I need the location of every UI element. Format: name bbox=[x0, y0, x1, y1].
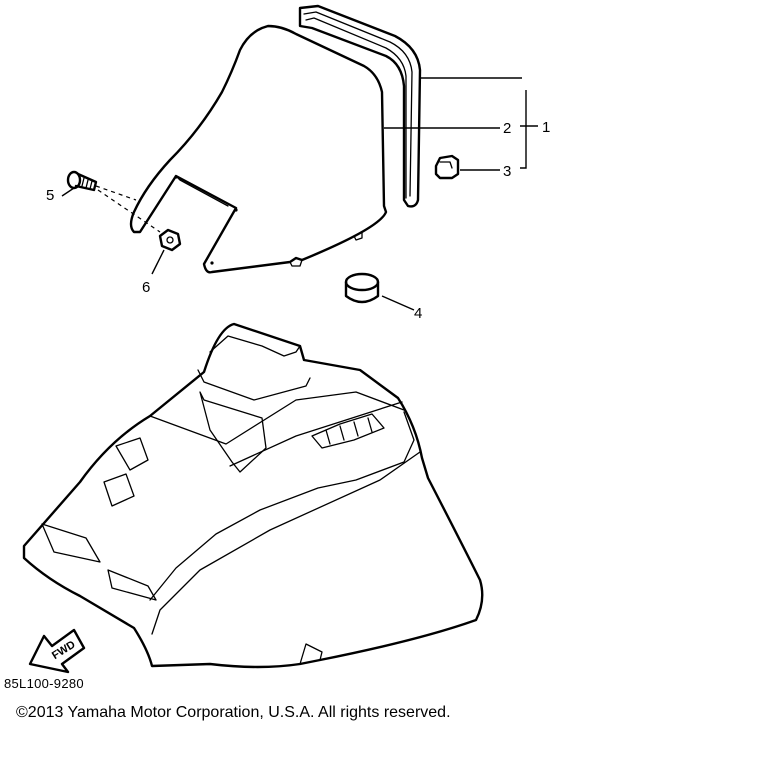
callout-1: 1 bbox=[542, 119, 550, 136]
windshield-trim bbox=[298, 4, 422, 208]
callout-2: 2 bbox=[503, 120, 511, 137]
fwd-label: FWD bbox=[50, 639, 78, 662]
fwd-arrow-icon: FWD bbox=[28, 628, 86, 674]
callout-4: 4 bbox=[414, 305, 422, 322]
callout-5: 5 bbox=[46, 187, 54, 204]
screw-part bbox=[66, 170, 98, 192]
copyright-notice: ©2013 Yamaha Motor Corporation, U.S.A. A… bbox=[16, 704, 451, 721]
windshield bbox=[129, 24, 388, 274]
nut-part bbox=[158, 228, 182, 252]
callout-6: 6 bbox=[142, 279, 150, 296]
catalog-code: 85L100-9280 bbox=[4, 676, 84, 691]
leader-lines bbox=[61, 77, 538, 311]
assembly-line bbox=[95, 185, 137, 201]
clip-part bbox=[434, 154, 460, 180]
engine-cover bbox=[22, 322, 484, 669]
callout-3: 3 bbox=[503, 163, 511, 180]
assembly-line bbox=[97, 189, 161, 233]
grommet-part bbox=[344, 272, 380, 304]
